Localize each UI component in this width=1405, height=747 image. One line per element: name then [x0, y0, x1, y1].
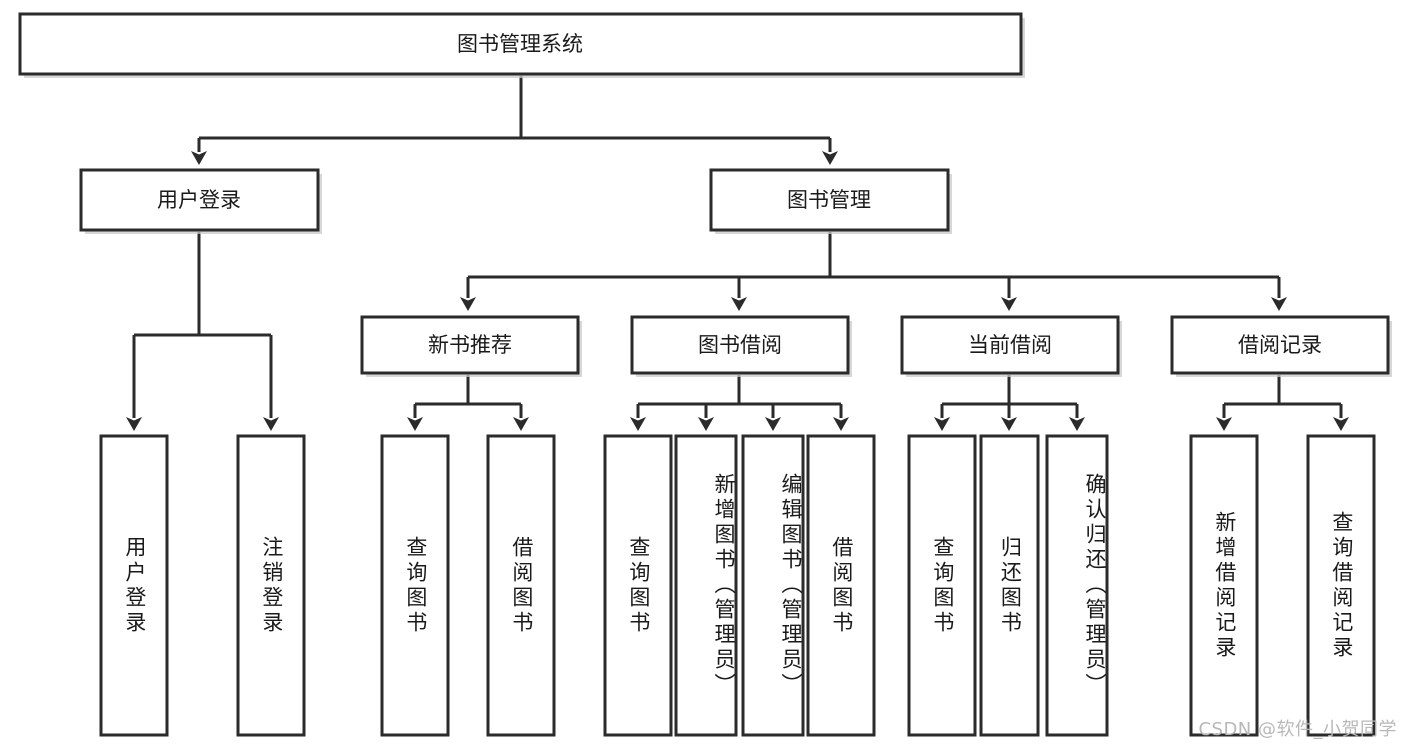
leaf-query-record-box[interactable] [1306, 434, 1376, 737]
leaf-confirm-return-box[interactable] [1045, 434, 1109, 737]
leaf-query-book-3-box[interactable] [907, 434, 977, 737]
node-borrow-record-box[interactable] [1170, 315, 1390, 375]
leaf-add-record-box[interactable] [1189, 434, 1259, 737]
node-book-borrow-label: 图书借阅 [698, 333, 782, 357]
leaf-query-book-2-box[interactable] [603, 434, 673, 737]
node-new-book-recommend-label: 新书推荐 [428, 333, 512, 357]
leaf-return-book-box[interactable] [979, 434, 1040, 737]
leaf-user-login-box[interactable] [99, 434, 169, 737]
node-user-login-box[interactable] [79, 168, 320, 232]
leaf-borrow-book-2-box[interactable] [806, 434, 876, 737]
node-new-book-recommend-box[interactable] [360, 315, 580, 375]
leaf-user-logout-box[interactable] [236, 434, 306, 737]
node-current-borrow-label: 当前借阅 [968, 333, 1052, 357]
node-root-box[interactable] [18, 12, 1023, 76]
node-book-manage-label: 图书管理 [787, 188, 871, 212]
node-user-login-label: 用户登录 [157, 188, 241, 212]
node-root-label: 图书管理系统 [457, 32, 583, 56]
node-book-manage-box[interactable] [709, 168, 950, 232]
connector-layer [126, 76, 1349, 431]
node-book-borrow-box[interactable] [630, 315, 850, 375]
leaf-query-book-1-box[interactable] [380, 434, 450, 737]
leaf-add-book-box[interactable] [674, 434, 738, 737]
leaf-borrow-book-1-box[interactable] [486, 434, 556, 737]
node-borrow-record-label: 借阅记录 [1238, 333, 1322, 357]
leaf-edit-book-box[interactable] [741, 434, 805, 737]
node-current-borrow-box[interactable] [900, 315, 1120, 375]
node-layer: 图书管理系统 用户登录 图书管理 新书推荐 图书借阅 当前借阅 借阅记录 [18, 12, 1392, 737]
csdn-watermark: CSDN @软件_小贺同学 [1198, 719, 1397, 740]
